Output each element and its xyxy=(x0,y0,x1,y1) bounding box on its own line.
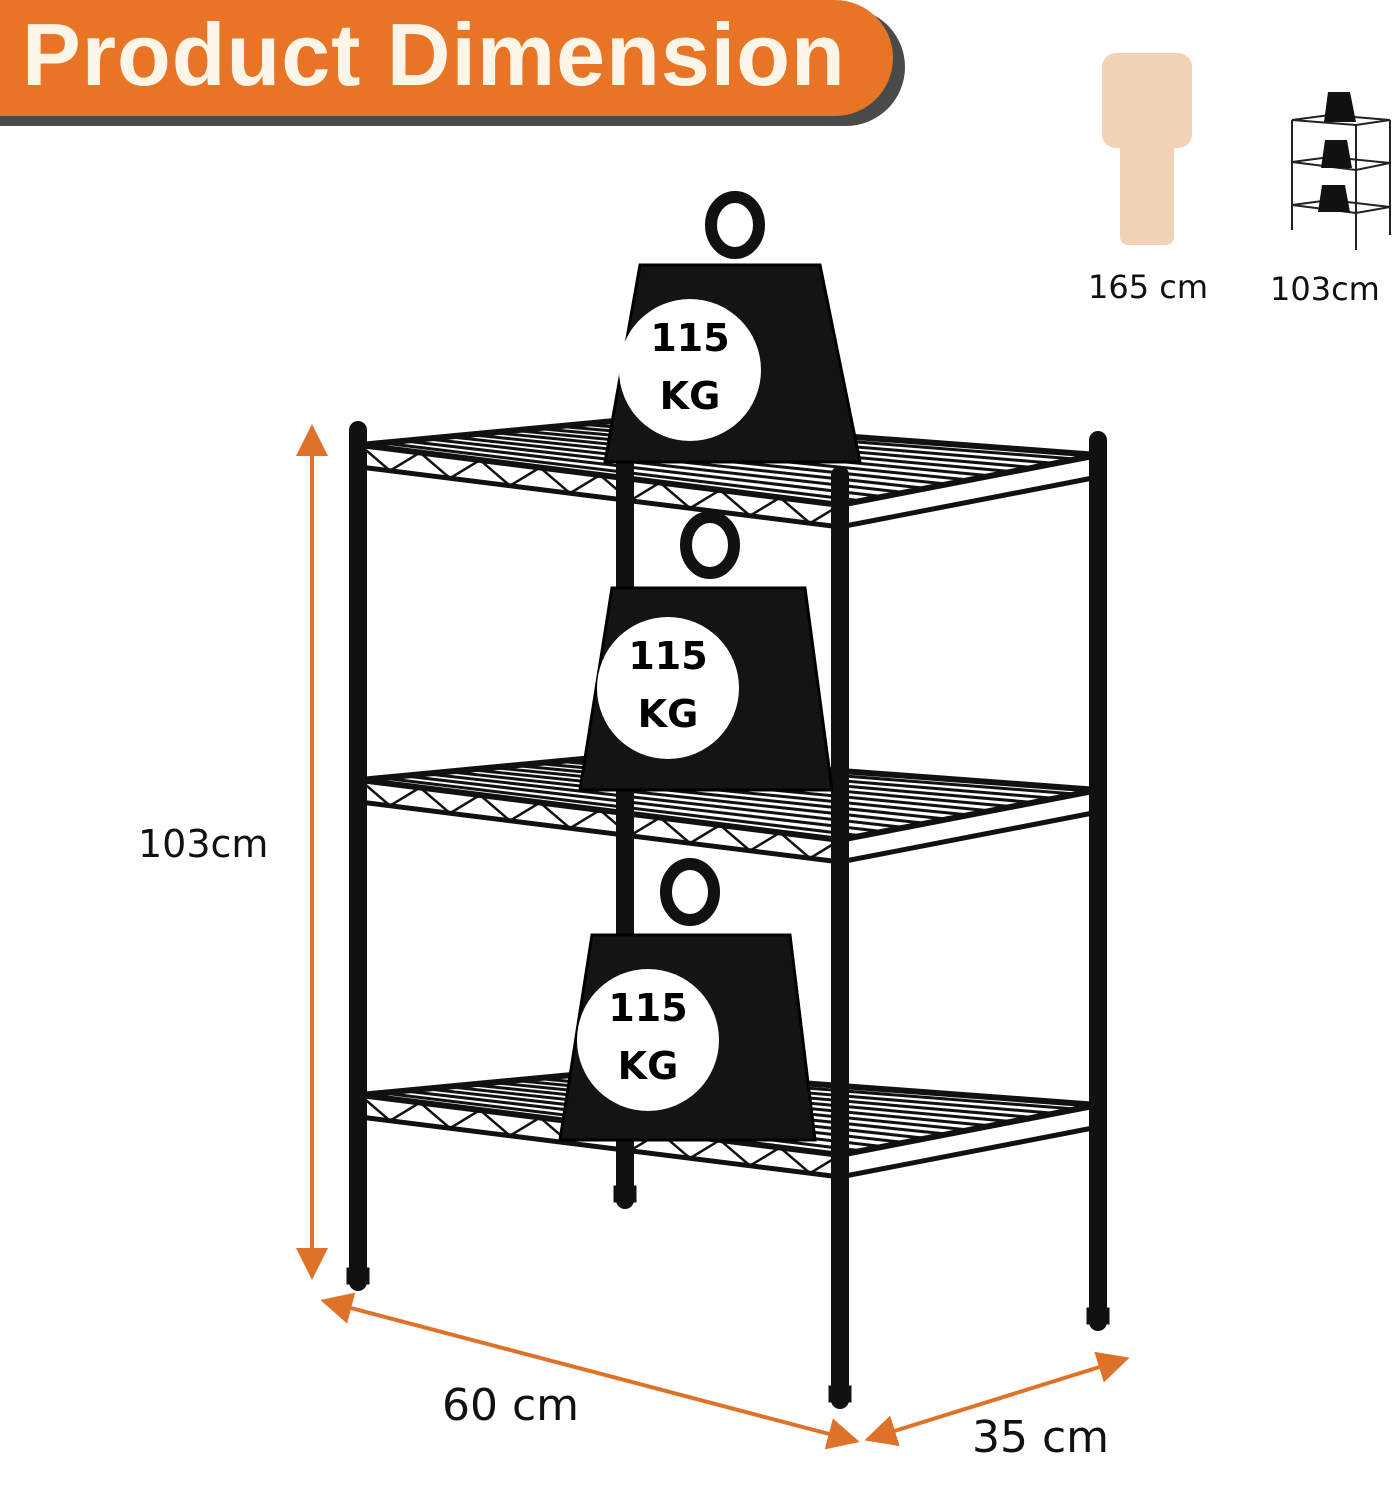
weight-label-circle xyxy=(577,969,719,1111)
weight-label-circle xyxy=(619,299,761,441)
width-label: 60 cm xyxy=(442,1380,580,1431)
weight-value: 115 xyxy=(628,634,708,678)
foot-front-right xyxy=(828,1385,852,1403)
weight-unit: KG xyxy=(659,374,721,418)
weight-unit: KG xyxy=(617,1044,679,1088)
page-title: Product Dimension xyxy=(22,5,846,104)
shelf-height-comparison-label: 103cm xyxy=(1270,270,1380,308)
wire-shelf-2 xyxy=(359,751,1099,865)
weight-unit: KG xyxy=(637,692,699,736)
weight-ring-icon xyxy=(680,511,740,579)
weight-ring-icon xyxy=(705,191,765,259)
title-banner: Product Dimension xyxy=(0,0,905,126)
weight-2 xyxy=(578,511,834,792)
foot-back-right xyxy=(1086,1307,1110,1325)
person-icon xyxy=(1102,53,1192,245)
weight-value: 115 xyxy=(650,316,730,360)
foot-front-left xyxy=(346,1267,370,1285)
depth-label: 35 cm xyxy=(972,1412,1110,1463)
weight-ring-icon xyxy=(660,858,720,926)
shelf-thumbnail-icon xyxy=(1291,92,1391,250)
weight-3 xyxy=(558,858,817,1142)
foot-back-left xyxy=(613,1185,637,1203)
width-arrow xyxy=(320,1292,860,1450)
depth-arrow xyxy=(864,1351,1130,1447)
weight-label-circle xyxy=(597,617,739,759)
person-height-label: 165 cm xyxy=(1088,268,1209,306)
weight-1 xyxy=(603,191,862,464)
weight-value: 115 xyxy=(608,986,688,1030)
dimension-arrows xyxy=(296,424,1130,1450)
height-label: 103cm xyxy=(138,822,269,866)
